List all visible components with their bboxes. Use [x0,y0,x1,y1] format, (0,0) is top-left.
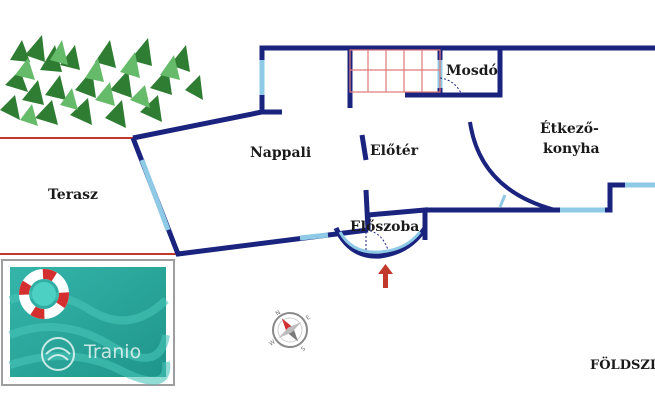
kitchen-door [468,121,556,212]
room-label-etkezo-line2: konyha [543,141,600,157]
room-label-terasz: Terasz [48,187,98,203]
room-label-mosdo: Mosdó [446,63,498,79]
room-label-etkezo-line1: Étkező- [540,121,599,137]
floor-label: FÖLDSZI [590,358,655,373]
entrance-bay [333,226,428,259]
watermark-text: Tranio [84,341,142,363]
room-label-eloter: Előtér [370,143,419,159]
entrance-arrow-icon [378,264,393,288]
compass-e-label: E [305,314,312,322]
room-label-eloszoba: Előszoba [350,219,420,235]
plant-icon [0,35,203,128]
room-label-nappali: Nappali [250,145,312,161]
tranio-logo-icon [41,337,75,371]
compass-icon: N S E W [268,309,312,353]
compass-n-label: N [274,309,282,317]
compass-s-label: S [300,345,307,353]
stairs [349,49,441,93]
compass-w-label: W [268,338,277,347]
pool-ring-icon [19,269,69,319]
terrace-outline [0,137,178,255]
